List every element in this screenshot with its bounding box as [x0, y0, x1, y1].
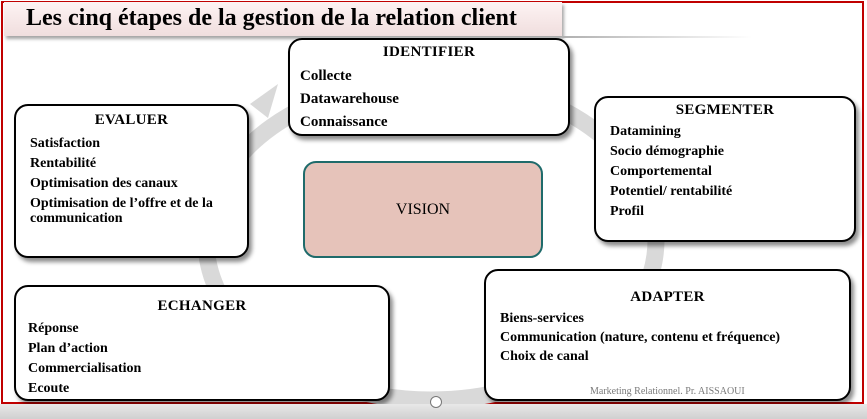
stage-identifier-heading: IDENTIFIER	[382, 44, 476, 60]
stage-identifier-items: Collecte Datawarehouse Connaissance	[300, 65, 399, 134]
stage-segmenter-items: Datamining Socio démographie Comportemen…	[610, 122, 732, 222]
stage-echanger: ECHANGER Réponse Plan d’action Commercia…	[14, 285, 390, 401]
stage-evaluer-heading: EVALUER	[94, 112, 169, 128]
stage-evaluer-items: Satisfaction Rentabilité Optimisation de…	[30, 136, 240, 227]
vision-label: VISION	[395, 200, 451, 218]
list-item: Satisfaction	[30, 136, 100, 151]
list-item: Potentiel/ rentabilité	[610, 184, 733, 199]
list-item: Profil	[610, 204, 644, 219]
title-bar: Les cinq étapes de la gestion de la rela…	[4, 2, 562, 36]
list-item: Comportemental	[610, 164, 712, 179]
stage-identifier: IDENTIFIER Collecte Datawarehouse Connai…	[288, 38, 570, 136]
footer-band	[0, 404, 867, 419]
stage-echanger-items: Réponse Plan d’action Commercialisation …	[28, 319, 141, 399]
list-item: Optimisation des canaux	[30, 176, 178, 192]
vision-center: VISION	[303, 161, 543, 258]
list-item: Rentabilité	[30, 156, 97, 172]
stage-adapter-items: Biens-services Communication (nature, co…	[500, 311, 840, 364]
title-underline	[562, 36, 752, 38]
list-item: Connaissance	[300, 114, 388, 130]
list-item: Communication (nature, contenu et fréque…	[500, 330, 781, 346]
stage-evaluer: EVALUER Satisfaction Rentabilité Optimis…	[14, 104, 249, 258]
stage-echanger-heading: ECHANGER	[157, 298, 247, 314]
list-item: Biens-services	[500, 311, 584, 326]
list-item: Datamining	[610, 124, 681, 139]
author-credit: Marketing Relationnel. Pr. AISSAOUI	[590, 386, 745, 397]
list-item: Commercialisation	[28, 361, 142, 376]
list-item: Ecoute	[28, 381, 70, 396]
list-item: Socio démographie	[610, 144, 724, 159]
stage-segmenter: SEGMENTER Datamining Socio démographie C…	[594, 96, 856, 242]
list-item: Optimisation de l’offre et de la communi…	[30, 196, 213, 227]
cycle-arrowhead	[250, 84, 278, 118]
stage-adapter: ADAPTER Biens-services Communication (na…	[484, 269, 851, 401]
list-item: Datawarehouse	[300, 91, 399, 107]
list-item: Réponse	[28, 321, 79, 336]
stage-adapter-heading: ADAPTER	[630, 289, 705, 305]
slide-navigation-circle-icon[interactable]	[430, 396, 442, 408]
list-item: Collecte	[300, 68, 352, 84]
list-item: Choix de canal	[500, 349, 589, 365]
stage-segmenter-heading: SEGMENTER	[675, 102, 775, 118]
slide-title: Les cinq étapes de la gestion de la rela…	[26, 5, 517, 31]
list-item: Plan d’action	[28, 341, 108, 356]
